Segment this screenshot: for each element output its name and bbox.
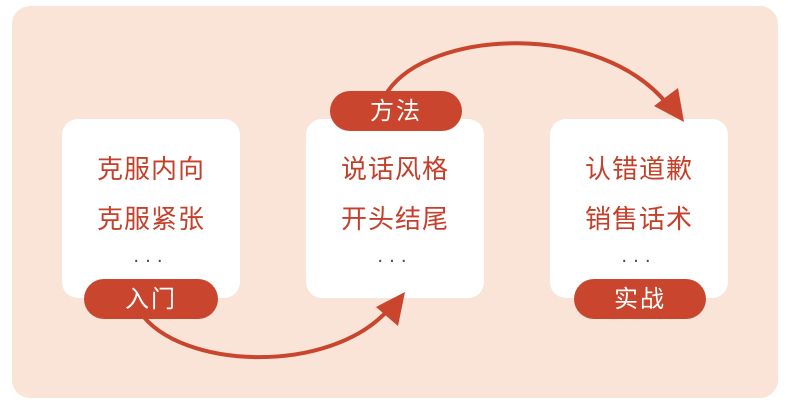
stage-line: 克服内向 bbox=[96, 155, 205, 185]
stage-card-practice: 认错道歉 销售话术 ... bbox=[550, 119, 728, 298]
arrow-beginner-to-method bbox=[138, 308, 390, 360]
stage-line: 克服紧张 bbox=[96, 205, 205, 235]
arrow-method-to-practice bbox=[386, 41, 670, 107]
ellipsis: ... bbox=[133, 246, 169, 267]
stage-line: 认错道歉 bbox=[584, 155, 693, 185]
arrowhead-icon bbox=[376, 292, 405, 326]
stage-line: 说话风格 bbox=[340, 155, 449, 185]
stage-label-method: 方法 bbox=[330, 91, 462, 131]
stage-line: 销售话术 bbox=[584, 205, 693, 235]
stage-label-beginner: 入门 bbox=[84, 279, 218, 319]
stage-line: 开头结尾 bbox=[340, 205, 449, 235]
stage-card-beginner: 克服内向 克服紧张 ... bbox=[62, 119, 240, 298]
ellipsis: ... bbox=[621, 246, 657, 267]
ellipsis: ... bbox=[377, 246, 413, 267]
arrowhead-icon bbox=[654, 88, 684, 122]
stage-label-practice: 实战 bbox=[574, 279, 706, 319]
stage-card-method: 说话风格 开头结尾 ... bbox=[306, 119, 484, 298]
